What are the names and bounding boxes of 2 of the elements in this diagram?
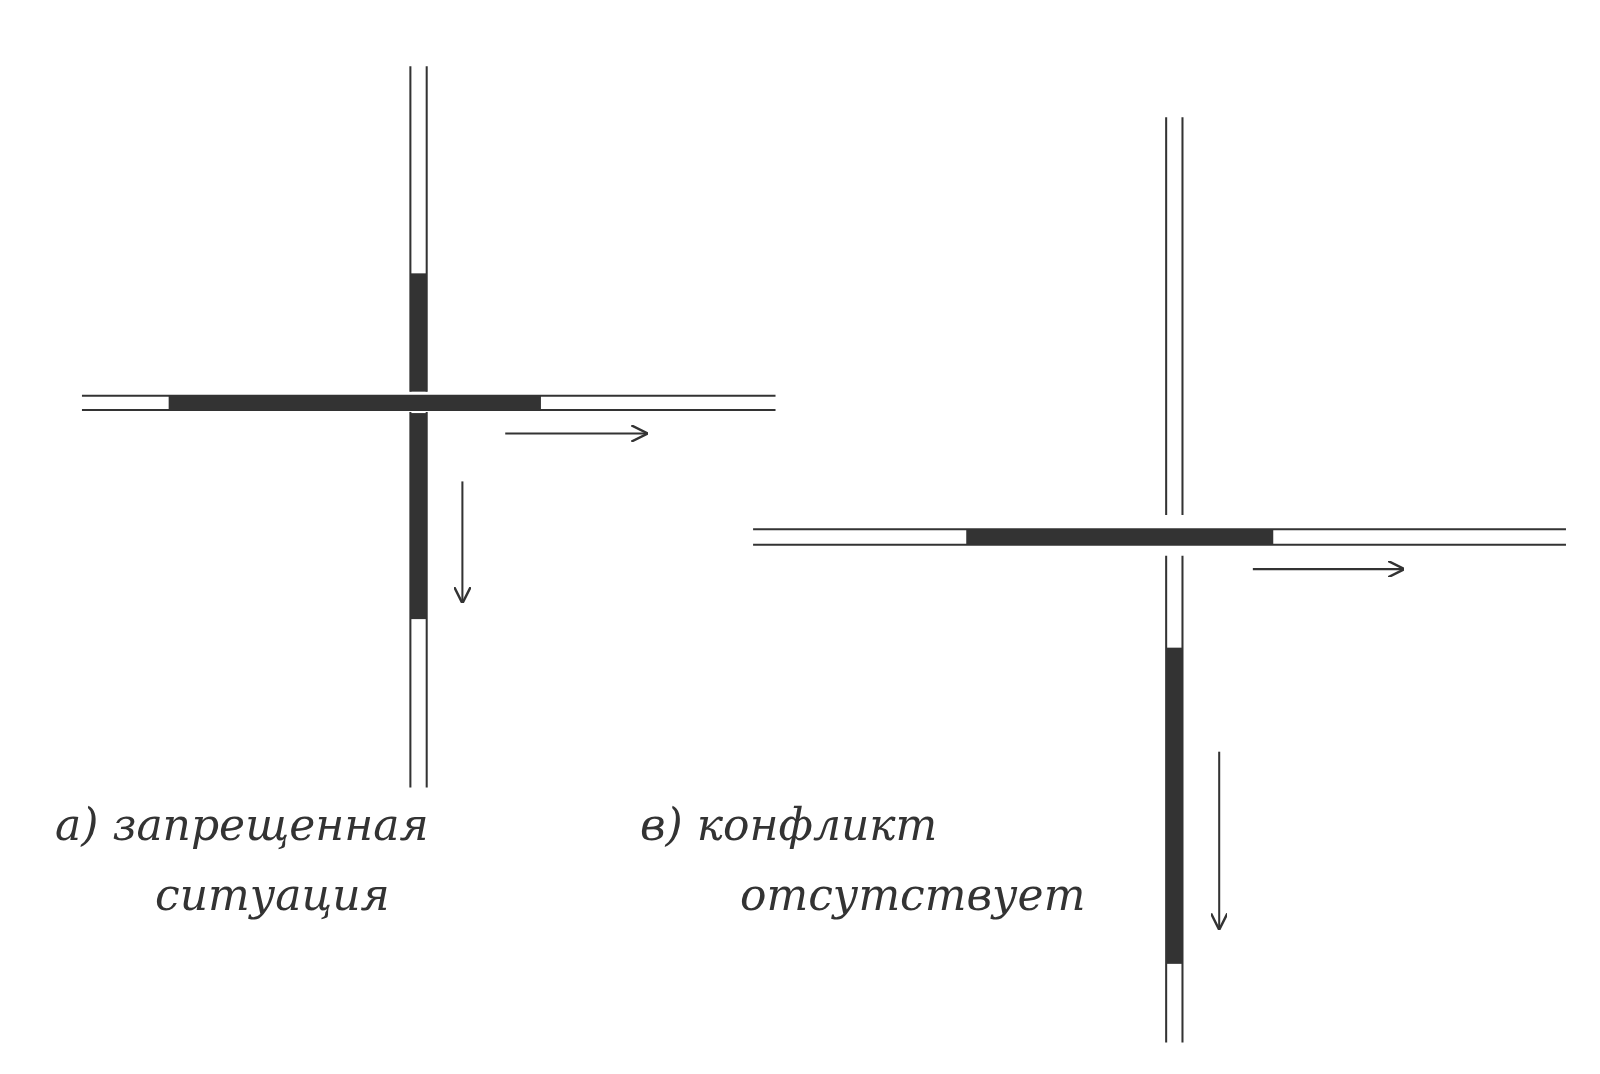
caption-text: а) запрещенная ситуация xyxy=(55,798,430,922)
caption-text: в) конфликт отсутствует xyxy=(640,798,1087,922)
